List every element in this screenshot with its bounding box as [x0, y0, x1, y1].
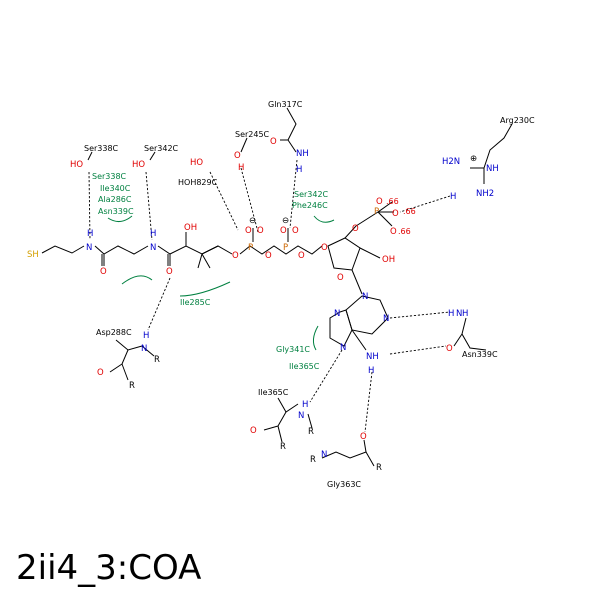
atom-ho2: HO	[132, 160, 145, 170]
ligand-bonds	[41, 201, 394, 351]
atom-h-asn: H	[448, 309, 454, 319]
atom-h-asp: H	[143, 331, 149, 341]
hydrogen-bonds	[88, 159, 451, 433]
atom-oh2: OH	[382, 255, 395, 265]
atom-nh: NH	[366, 352, 379, 362]
atom-n3: N	[362, 292, 368, 302]
atom-nh-arg: NH	[486, 164, 499, 174]
hydrophobic-phe246: Phe246C	[292, 201, 328, 210]
atom-o3: O	[232, 251, 239, 261]
atom-o11: O	[337, 273, 344, 283]
atom-o2: O	[166, 267, 173, 277]
atom-o-asn: O	[446, 344, 453, 354]
atom-o6: O	[245, 226, 252, 236]
residue-ser245: Ser245C	[235, 130, 270, 139]
atom-n5: N	[334, 309, 340, 319]
atom-h2: H	[150, 229, 156, 239]
atom-h-ile: H	[302, 400, 308, 410]
atom-r-gly2: R	[376, 463, 382, 473]
atom-n-asp: N	[141, 344, 147, 354]
hydrophobic-gly341: Gly341C	[276, 345, 310, 354]
residue-labels: Ser338C Ser342C HOH829C Ser245C Gln317C …	[84, 100, 535, 489]
atom-o15: O	[390, 227, 397, 237]
atom-o8: O	[280, 226, 287, 236]
atom-o10: O	[321, 243, 328, 253]
atom-minus1: ⊖	[249, 216, 256, 226]
atom-o5: O	[298, 251, 305, 261]
atom-h1: H	[87, 229, 93, 239]
atom-n-gly: N	[321, 450, 327, 460]
atom-n-asn: N	[456, 309, 462, 319]
atom-plus: ⊕	[470, 154, 477, 164]
residue-ile365: Ile365C	[258, 388, 289, 397]
atom-o-gly: O	[360, 432, 367, 442]
atom-oh1: OH	[184, 223, 197, 233]
atom-o14: O	[392, 209, 399, 219]
atom-h3: H	[368, 366, 374, 376]
atom-n4: N	[383, 314, 389, 324]
atom-n1: N	[86, 243, 92, 253]
residue-arg230: Arg230C	[500, 116, 535, 125]
residue-asp288: Asp288C	[96, 328, 132, 337]
page-title: 2ii4_3:COA	[16, 548, 202, 588]
atom-h-ser245: H	[238, 163, 244, 173]
residue-asn339: Asn339C	[462, 350, 498, 359]
residue-gly363: Gly363C	[327, 480, 361, 489]
hydrophobic-labels: Ser338C Ile340C Ala286C Asn339C Ser342C …	[92, 172, 329, 371]
atom-o7: O	[257, 226, 264, 236]
atom-h-asn2: H	[462, 309, 468, 319]
atom-p1: P	[248, 243, 253, 253]
atom-nh2-arg: NH2	[476, 189, 494, 199]
atom-n6: N	[340, 343, 346, 353]
atom-n2: N	[150, 243, 156, 253]
hydrophobic-ile285: Ile285C	[180, 298, 211, 307]
atom-h-arg: H	[450, 192, 456, 202]
atom-p3: P	[374, 207, 379, 217]
atom-minus2: ⊖	[282, 216, 289, 226]
atom-ho1: HO	[70, 160, 83, 170]
residue-hoh829: HOH829C	[178, 178, 218, 187]
hydrophobic-ala286: Ala286C	[98, 195, 132, 204]
atom-r-ile2: R	[280, 442, 286, 452]
atom-h2n-arg: H2N	[442, 157, 460, 167]
hydrophobic-ile340: Ile340C	[100, 184, 131, 193]
hydrophobic-ser342: Ser342C	[294, 190, 329, 199]
hydrophobic-ser338: Ser338C	[92, 172, 127, 181]
atom-o13: O	[376, 197, 383, 207]
residue-bonds	[87, 107, 513, 467]
atom-ho3: HO	[190, 158, 203, 168]
atom-o-ile: O	[250, 426, 257, 436]
hydrophobic-ile365: Ile365C	[289, 362, 320, 371]
atom-r-asp2: R	[129, 381, 135, 391]
atom-n-ile: N	[298, 411, 304, 421]
residue-ser338: Ser338C	[84, 144, 119, 153]
atom-r-gly1: R	[310, 455, 316, 465]
distance-3: .66	[398, 227, 411, 236]
atom-o12: O	[352, 224, 359, 234]
residue-ser342: Ser342C	[144, 144, 179, 153]
hydrophobic-arcs	[107, 215, 335, 351]
atom-o1: O	[100, 267, 107, 277]
atom-o-gln317: O	[270, 137, 277, 147]
atom-h-gln317: H	[296, 165, 302, 175]
atom-o-asp: O	[97, 368, 104, 378]
atom-o4: O	[265, 251, 272, 261]
atom-r-asp1: R	[154, 355, 160, 365]
atom-o-ser245: O	[234, 151, 241, 161]
atom-labels: SH N H N H O O OH O P O P O O O O O ⊖ ⊖ …	[27, 137, 499, 473]
distance-2: .66	[403, 207, 416, 216]
atom-nh-gln317: NH	[296, 149, 309, 159]
atom-o9: O	[292, 226, 299, 236]
atom-r-ile1: R	[308, 427, 314, 437]
distance-1: .66	[386, 197, 399, 206]
atom-sh: SH	[27, 250, 39, 260]
residue-gln317: Gln317C	[268, 100, 303, 109]
atom-p2: P	[283, 243, 288, 253]
hydrophobic-asn339: Asn339C	[98, 207, 134, 216]
